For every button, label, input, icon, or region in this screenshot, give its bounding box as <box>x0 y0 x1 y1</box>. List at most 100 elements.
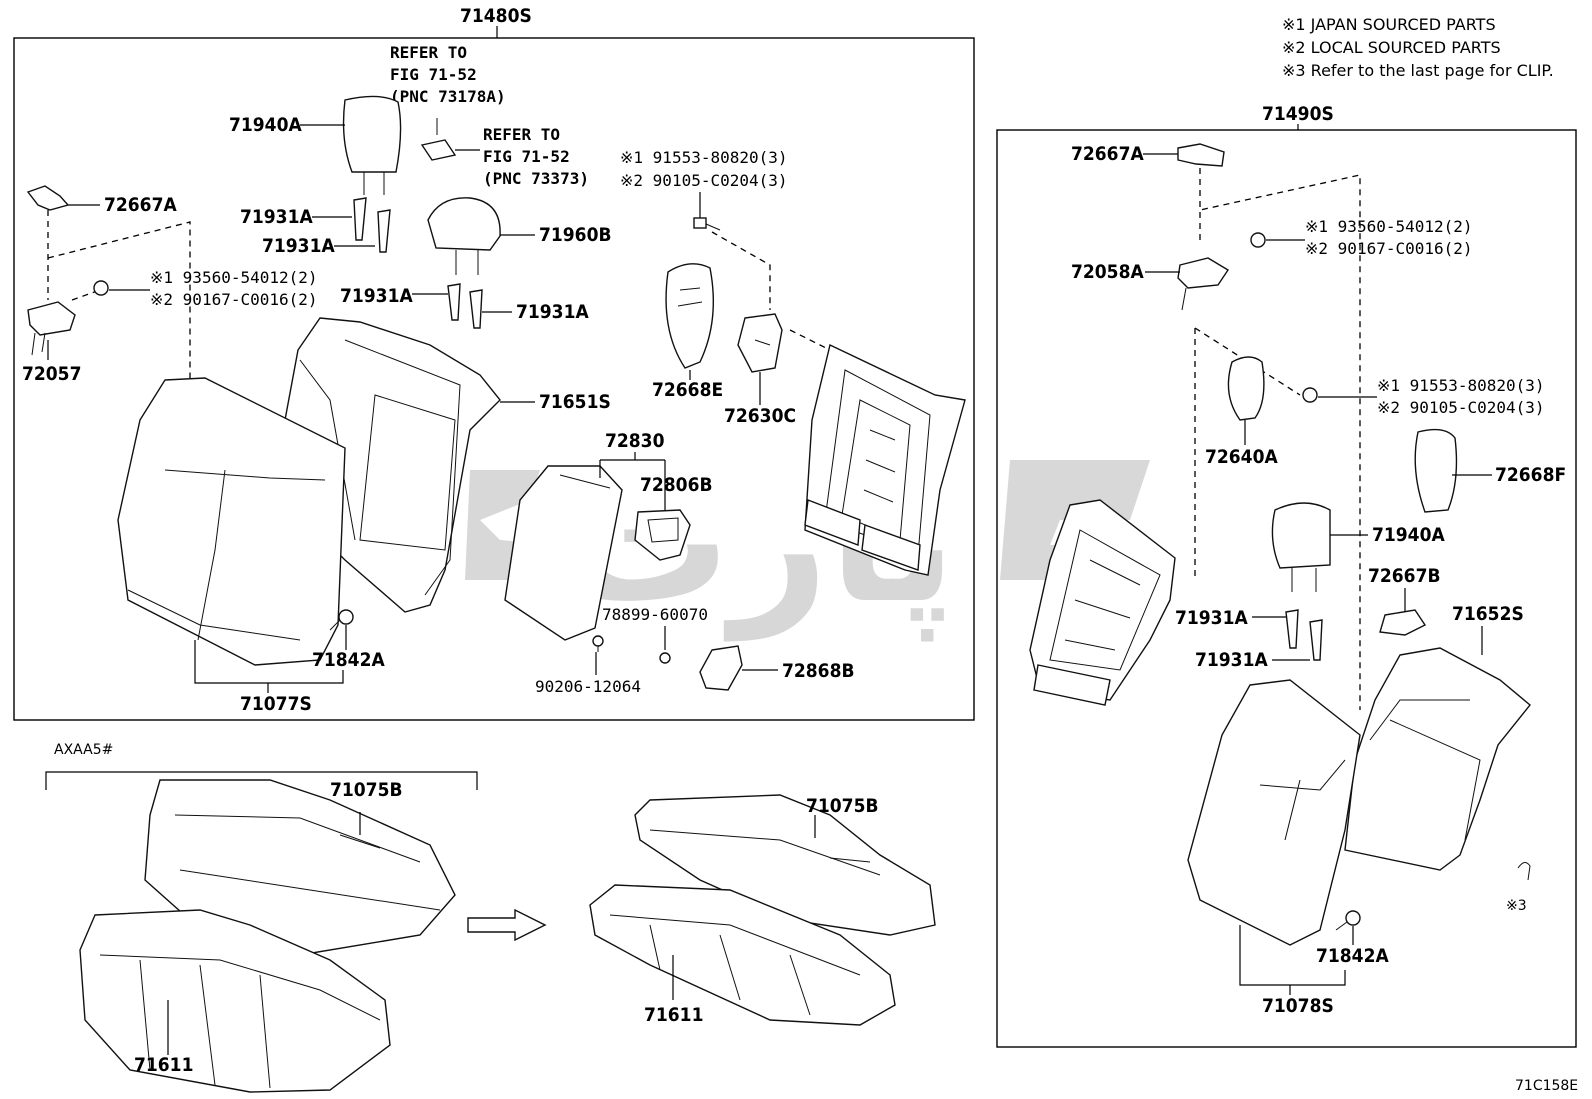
cover-72640a <box>1227 356 1265 445</box>
label-72058a: 72058A <box>1071 261 1144 283</box>
armrest-72830 <box>504 459 666 641</box>
figure-code: 71C158E <box>1515 1078 1578 1094</box>
label-71931a-2: 71931A <box>262 235 335 257</box>
label-72630c: 72630C <box>724 405 796 427</box>
svg-text:(PNC 73373): (PNC 73373) <box>483 169 589 188</box>
pn-78899-60070: 78899-60070 <box>602 605 708 624</box>
label-71940a-right: 71940A <box>1372 524 1445 546</box>
label-71077s: 71077S <box>240 693 312 715</box>
clip-78899 <box>659 652 671 664</box>
seatback-pad-right <box>1187 679 1361 946</box>
label-71940a: 71940A <box>229 114 302 136</box>
label-71611-2: 71611 <box>644 1004 703 1026</box>
clip-3-note: ※3 <box>1506 862 1531 914</box>
transition-arrow <box>467 908 547 942</box>
label-72868b: 72868B <box>782 660 855 682</box>
svg-text:(PNC 73178A): (PNC 73178A) <box>390 87 506 106</box>
right-clip-pn-2: ※2 90167-C0016(2) <box>1305 239 1473 258</box>
right-bolt-pn-2: ※2 90105-C0204(3) <box>1377 398 1545 417</box>
label-71611-1: 71611 <box>134 1054 193 1076</box>
seat-cushion-pad-71611-1 <box>79 909 391 1093</box>
svg-text:※3: ※3 <box>1506 898 1527 914</box>
guide-71931a-pair-2 <box>412 283 512 329</box>
label-72640a: 72640A <box>1205 446 1278 468</box>
clip-fastener-right <box>1250 232 1305 248</box>
note-2: ※2 LOCAL SOURCED PARTS <box>1282 38 1501 57</box>
label-71960b: 71960B <box>539 224 612 246</box>
label-71931a-3: 71931A <box>340 285 413 307</box>
bolt-top-pn-1: ※1 91553-80820(3) <box>620 148 788 167</box>
left-clip-pn-1: ※1 93560-54012(2) <box>150 268 318 287</box>
hinge-72057 <box>27 301 76 360</box>
svg-text:REFER TO: REFER TO <box>483 125 560 144</box>
label-71931a-4: 71931A <box>516 301 589 323</box>
label-72667a-right: 72667A <box>1071 143 1144 165</box>
seatback-pad-front <box>117 377 346 666</box>
label-71652s: 71652S <box>1452 603 1524 625</box>
bolt-top <box>693 192 721 231</box>
hinge-72058a <box>1145 257 1229 311</box>
svg-text:REFER TO: REFER TO <box>390 43 467 62</box>
seat-cushion-cover-71075b-1 <box>144 779 456 956</box>
bolt-right <box>1302 387 1377 403</box>
clip-fastener-left <box>93 280 150 296</box>
left-assembly-frame <box>13 37 975 721</box>
cover-72667b <box>1379 588 1427 636</box>
label-72668e: 72668E <box>652 379 723 401</box>
label-72667a: 72667A <box>104 194 177 216</box>
seat-cushion-cover-71075b-2 <box>634 794 936 936</box>
label-71842a: 71842A <box>312 649 385 671</box>
label-71842a-right: 71842A <box>1316 945 1389 967</box>
seatback-frame-right <box>1029 499 1176 706</box>
right-bolt-pn-1: ※1 91553-80820(3) <box>1377 376 1545 395</box>
headrest-71940a <box>300 95 402 195</box>
note-3: ※3 Refer to the last page for CLIP. <box>1282 61 1554 80</box>
right-frame-title: 71490S <box>1262 103 1334 125</box>
label-71651s: 71651S <box>539 391 611 413</box>
guide-71931a-pair-1 <box>312 197 391 253</box>
headrest-support-bracket <box>420 118 480 161</box>
label-72806b: 72806B <box>640 474 713 496</box>
seatback-cover-71652s <box>1344 626 1531 871</box>
screw-71842a-right <box>1335 910 1361 945</box>
label-71078s: 71078S <box>1262 995 1334 1017</box>
right-clip-pn-1: ※1 93560-54012(2) <box>1305 217 1473 236</box>
cover-72868b <box>699 645 778 691</box>
label-71931a-1: 71931A <box>240 206 313 228</box>
left-clip-pn-2: ※2 90167-C0016(2) <box>150 290 318 309</box>
clip-90206 <box>592 635 604 675</box>
left-frame-title: 71480S <box>460 5 532 27</box>
label-71931a-right-1: 71931A <box>1175 607 1248 629</box>
headrest-71960b <box>427 197 535 275</box>
sourcing-notes: ※1 JAPAN SOURCED PARTS ※2 LOCAL SOURCED … <box>1282 15 1554 80</box>
svg-text:FIG 71-52: FIG 71-52 <box>390 65 477 84</box>
label-axaa5: AXAA5# <box>54 742 113 758</box>
bolt-top-pn-2: ※2 90105-C0204(3) <box>620 171 788 190</box>
label-72057: 72057 <box>22 363 81 385</box>
seat-cushion-pad-71611-2 <box>589 884 896 1026</box>
svg-text:FIG 71-52: FIG 71-52 <box>483 147 570 166</box>
note-1: ※1 JAPAN SOURCED PARTS <box>1282 15 1496 34</box>
guide-71931a-right <box>1252 609 1323 661</box>
cup-holder-72806b <box>634 509 691 561</box>
cover-72668e <box>665 263 714 380</box>
pn-90206-12064: 90206-12064 <box>535 677 641 696</box>
label-71075b-1: 71075B <box>330 779 403 801</box>
axaa-bracket <box>45 771 478 790</box>
screw-71842a <box>329 609 354 650</box>
label-71075b-2: 71075B <box>806 795 879 817</box>
seatback-frame <box>804 343 966 576</box>
right-assembly-frame <box>996 129 1577 1048</box>
bracket-72630c <box>737 313 783 405</box>
cover-72667a-right <box>1143 143 1225 167</box>
label-72667b: 72667B <box>1368 565 1441 587</box>
label-72830: 72830 <box>605 430 665 452</box>
cover-72667a <box>26 185 100 211</box>
cover-72668f <box>1414 428 1492 513</box>
headrest-71940a-right <box>1271 502 1368 592</box>
label-71931a-right-2: 71931A <box>1195 649 1268 671</box>
label-72668f: 72668F <box>1495 464 1566 486</box>
reference-note-b: REFER TO FIG 71-52 (PNC 73373) <box>483 125 589 188</box>
reference-note-a: REFER TO FIG 71-52 (PNC 73178A) <box>390 43 506 106</box>
